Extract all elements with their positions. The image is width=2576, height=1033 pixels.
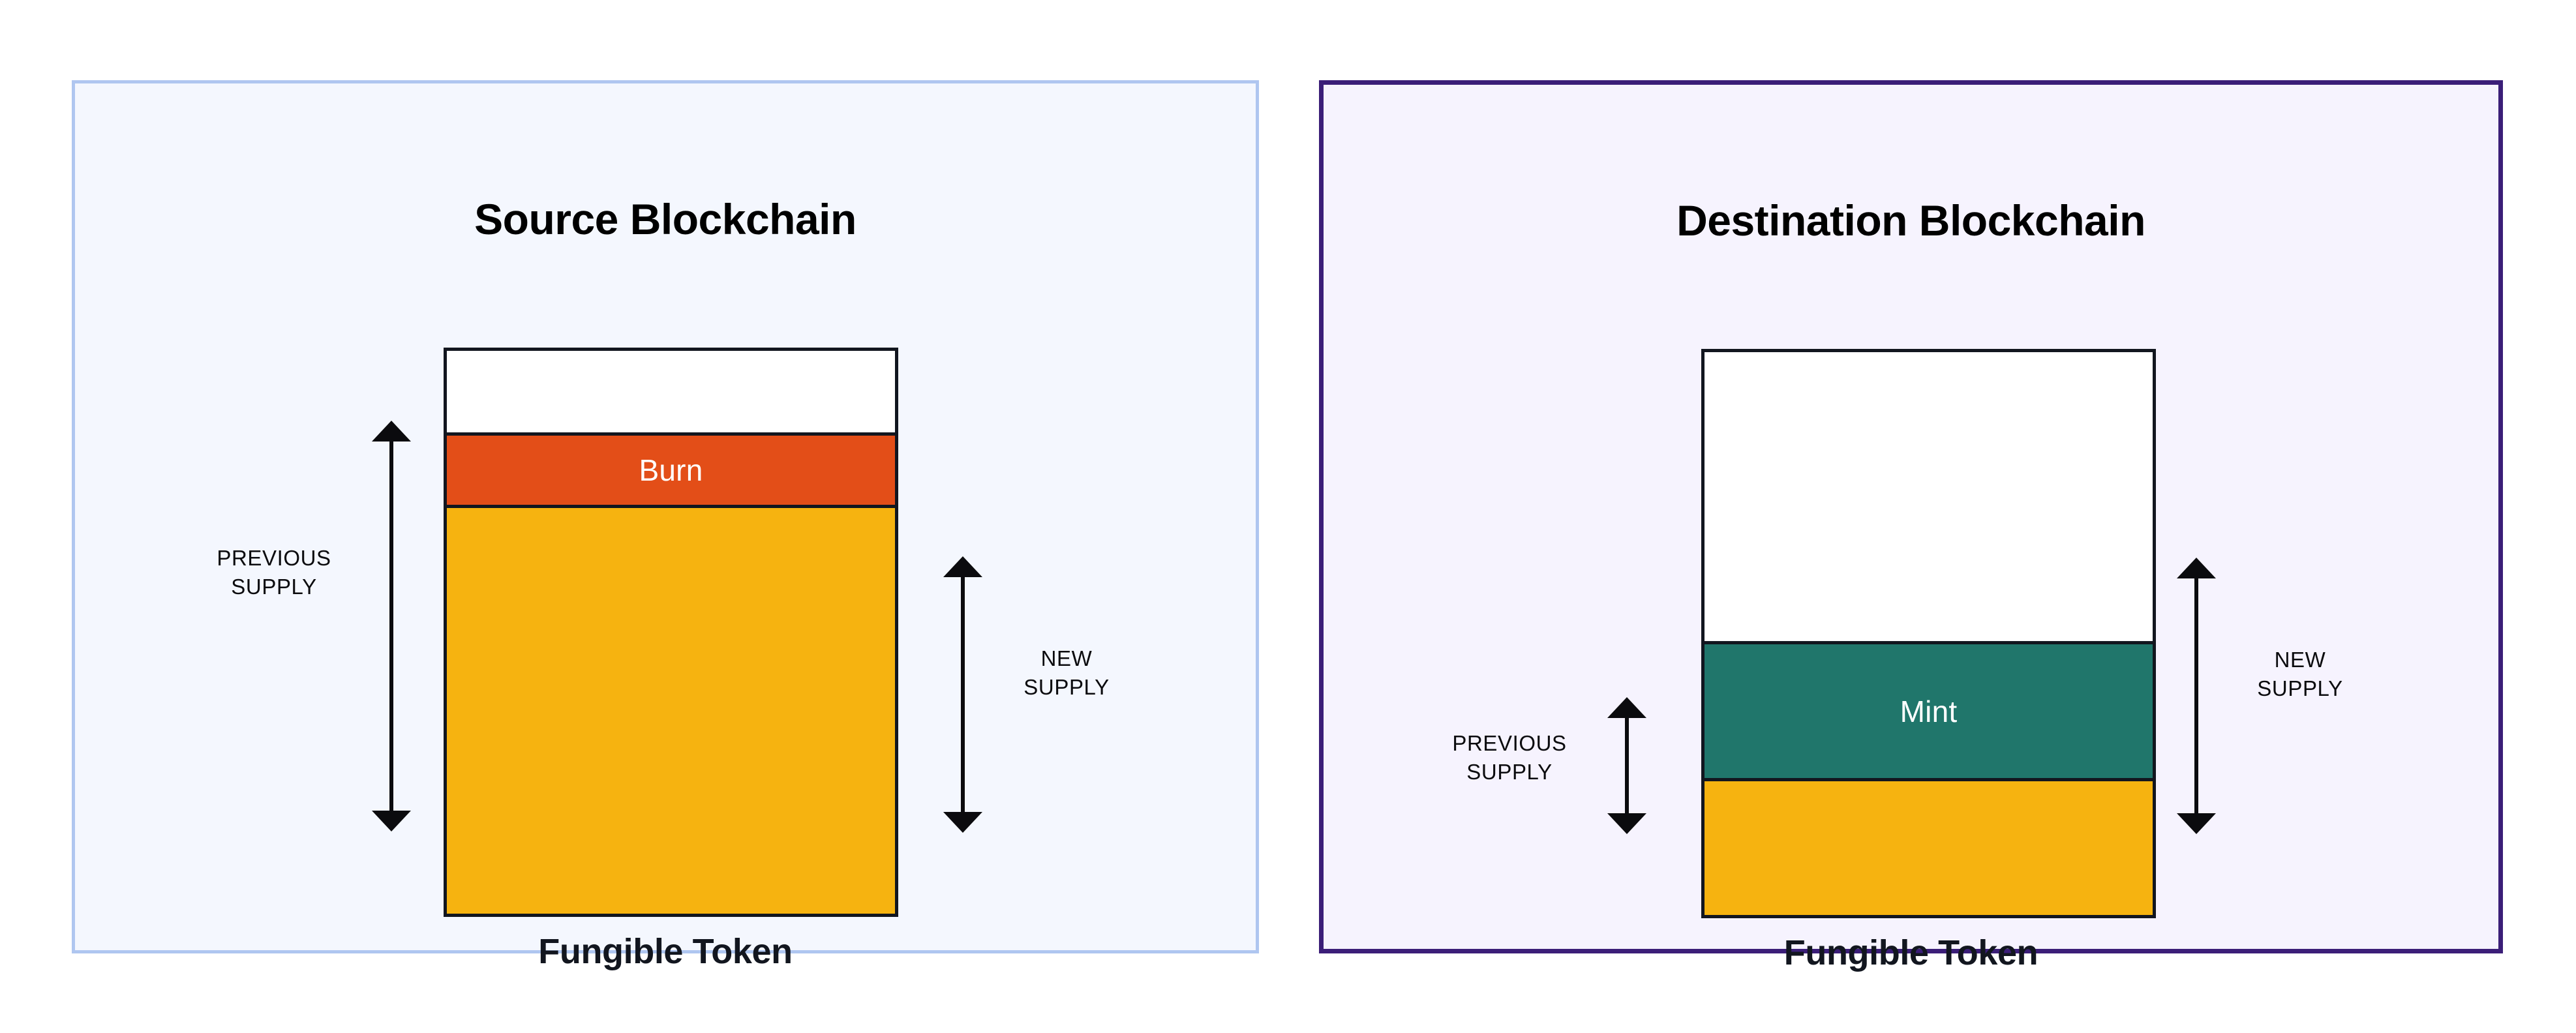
arrow-shaft: [389, 438, 393, 815]
arrow-previous-supply-source: [372, 421, 411, 831]
bar-segment-mint-label: Mint: [1900, 694, 1958, 728]
bar-segment-burn-label: Burn: [639, 453, 703, 487]
arrow-new-supply-source: [943, 556, 982, 833]
arrow-head-down-icon: [943, 812, 982, 833]
stacked-bar-source: Burn: [444, 348, 898, 917]
arrow-previous-supply-destination: [1607, 697, 1646, 834]
panel-title-source: Source Blockchain: [474, 195, 856, 243]
bar-segment-burn: Burn: [447, 432, 895, 508]
bar-segment-empty-source: [447, 351, 895, 432]
bar-segment-supply-destination: [1705, 781, 2153, 915]
caption-new-supply-source: NEW SUPPLY: [1023, 646, 1110, 699]
arrow-shaft: [961, 573, 965, 816]
arrow-shaft: [2194, 575, 2198, 817]
caption-previous-supply-source: PREVIOUS SUPPLY: [217, 546, 331, 599]
bar-segment-mint: Mint: [1705, 641, 2153, 781]
caption-new-supply-destination: NEW SUPPLY: [2257, 648, 2343, 700]
stacked-bar-destination: Mint: [1701, 349, 2156, 918]
arrow-head-down-icon: [1607, 813, 1646, 834]
panel-footer-source: Fungible Token: [538, 932, 793, 971]
bar-segment-supply-source: [447, 508, 895, 914]
panel-destination-blockchain: Destination Blockchain Mint PREVIOUS SUP…: [1319, 80, 2503, 972]
caption-previous-supply-destination: PREVIOUS SUPPLY: [1452, 731, 1567, 784]
panel-title-destination: Destination Blockchain: [1676, 196, 2145, 245]
arrow-new-supply-destination: [2177, 558, 2216, 834]
panel-source-blockchain: Source Blockchain Burn PREVIOUS SUPPLY N…: [72, 80, 1259, 971]
panel-footer-destination: Fungible Token: [1783, 933, 2038, 972]
arrow-head-down-icon: [372, 811, 411, 831]
bar-segment-empty-destination: [1705, 352, 2153, 641]
arrow-head-down-icon: [2177, 813, 2216, 834]
arrow-shaft: [1625, 714, 1629, 817]
